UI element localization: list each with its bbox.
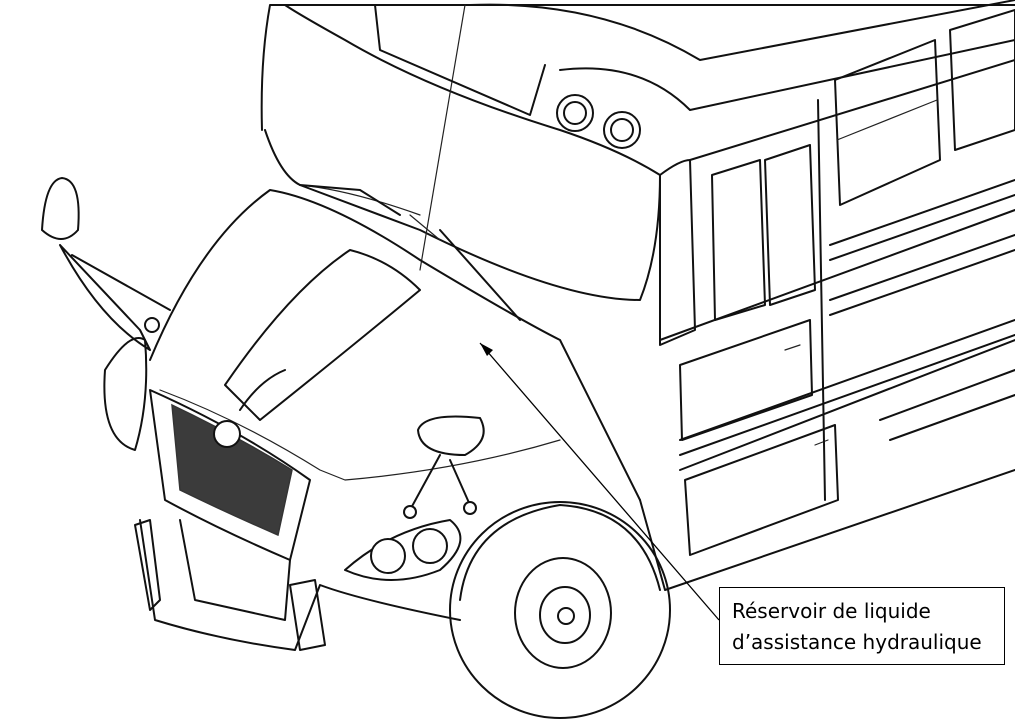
grille-mesh: [171, 403, 293, 537]
body-pillar: [817, 99, 826, 501]
side-window-3-divider: [836, 99, 938, 141]
skirt-panel: [879, 369, 1015, 441]
side-window-1: [711, 159, 766, 321]
callout-line-1: Réservoir de liquide: [732, 599, 931, 623]
tow-bracket-left: [134, 519, 161, 611]
front-fender: [459, 504, 661, 601]
hood-outline: [149, 189, 641, 501]
headlight-right-lamp2: [412, 528, 448, 564]
marker-light-left-inner: [563, 101, 587, 125]
hood-mirror-mount-right: [463, 501, 477, 515]
marker-light-right-inner: [610, 118, 634, 142]
hood-scoop: [224, 249, 421, 421]
rub-rail-2: [829, 234, 1015, 316]
panel-handle-1: [784, 344, 801, 351]
front-wheel-hub: [539, 586, 591, 644]
hood-ornament: [239, 369, 286, 411]
front-tire: [449, 501, 671, 719]
headlight-left: [103, 337, 148, 451]
front-wheel-rim: [514, 557, 612, 669]
hood-mirror-mount-left: [403, 505, 417, 519]
roof-line: [559, 39, 1015, 111]
side-window-3: [834, 39, 941, 206]
license-plate: [179, 519, 291, 621]
side-window-4: [949, 9, 1015, 151]
left-mirror-arm: [59, 244, 171, 351]
wiper-left: [299, 184, 401, 216]
callout-line-2: d’assistance hydraulique: [732, 630, 982, 654]
side-panel-upper: [679, 319, 813, 441]
tow-bracket-right: [289, 579, 326, 651]
left-mirror-mount: [144, 317, 160, 333]
callout-pointer: [479, 342, 720, 621]
panel-handle-2: [814, 439, 829, 446]
rub-rail-1: [829, 179, 1015, 261]
rub-rail-3: [679, 319, 1015, 456]
front-wheel-center: [557, 607, 575, 625]
grille-frame: [149, 389, 311, 561]
wiper-right: [439, 229, 521, 321]
hood-mirror-arm: [409, 454, 471, 511]
roof-outline: [260, 0, 1015, 131]
side-window-2: [764, 144, 816, 306]
grille-emblem: [213, 420, 241, 448]
hood-crease: [159, 389, 561, 481]
windshield-divider: [419, 4, 466, 271]
body-corner: [659, 159, 696, 346]
reservoir-callout-box: Réservoir de liquide d’assistance hydrau…: [719, 587, 1005, 665]
side-panel-lower: [684, 424, 839, 556]
hood-mirror: [417, 415, 485, 456]
headlight-right-lamp1: [370, 538, 406, 574]
front-bumper: [139, 519, 461, 651]
callout-arrowhead: [480, 343, 493, 356]
body-side: [639, 59, 1015, 591]
left-mirror: [41, 177, 80, 240]
roof-panel: [374, 4, 546, 116]
